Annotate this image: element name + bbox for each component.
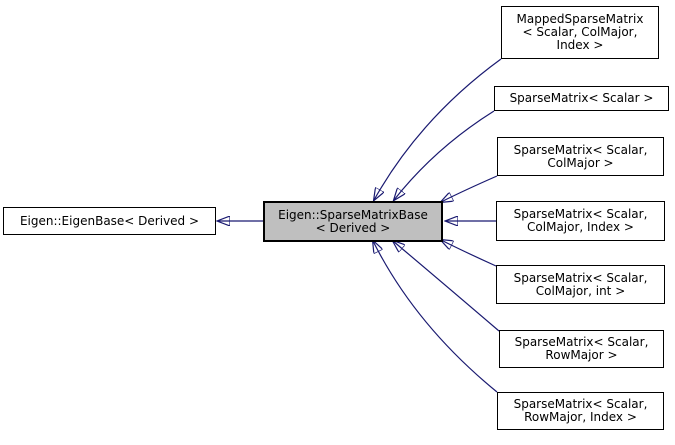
edge-sparsematrix-colmajor-to-sparsematrixbase — [441, 175, 498, 202]
class-node-eigen-sparsematrixbase: Eigen::SparseMatrixBase < Derived > — [263, 201, 443, 242]
edge-sparsematrix-scalar-to-sparsematrixbase — [394, 110, 495, 200]
class-node-sparsematrix-scalar[interactable]: SparseMatrix< Scalar > — [494, 86, 669, 111]
edge-mappedsparsematrix-to-sparsematrixbase — [374, 58, 502, 200]
edge-sparsematrix-rowmajor-to-sparsematrixbase — [393, 241, 500, 332]
edge-sparsematrix-colmajor-int-to-sparsematrixbase — [441, 240, 497, 267]
class-node-sparsematrix-scalar-colmajor-int[interactable]: SparseMatrix< Scalar, ColMajor, int > — [496, 265, 665, 304]
edge-sparsematrix-rowmajor-index-to-sparsematrixbase — [373, 241, 498, 393]
class-node-mappedsparsematrix[interactable]: MappedSparseMatrix < Scalar, ColMajor, I… — [501, 6, 659, 59]
class-node-sparsematrix-scalar-rowmajor[interactable]: SparseMatrix< Scalar, RowMajor > — [499, 330, 664, 368]
class-node-sparsematrix-scalar-rowmajor-index[interactable]: SparseMatrix< Scalar, RowMajor, Index > — [497, 392, 664, 430]
class-node-sparsematrix-scalar-colmajor[interactable]: SparseMatrix< Scalar, ColMajor > — [497, 137, 664, 176]
class-node-sparsematrix-scalar-colmajor-index[interactable]: SparseMatrix< Scalar, ColMajor, Index > — [496, 201, 665, 241]
class-node-eigen-eigenbase[interactable]: Eigen::EigenBase< Derived > — [3, 207, 216, 235]
